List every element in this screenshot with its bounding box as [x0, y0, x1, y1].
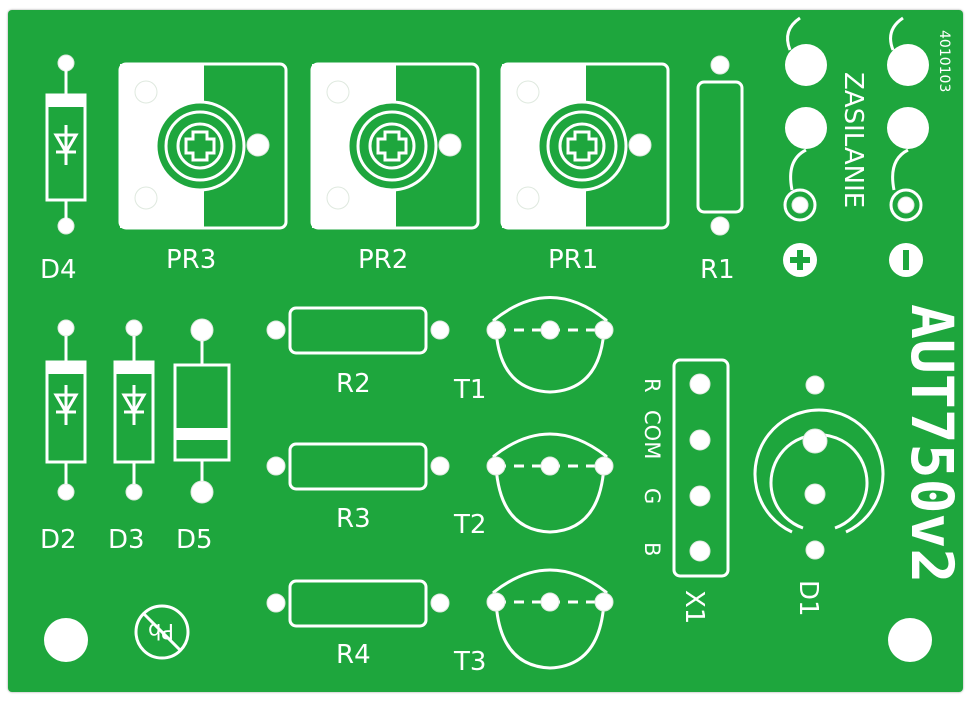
led-d1 — [753, 375, 885, 560]
diode-d4 — [45, 54, 87, 235]
label-pr1: PR1 — [548, 245, 598, 275]
resistor-r1 — [696, 55, 744, 236]
mounting-hole-tr-2 — [887, 44, 929, 86]
connector-x1 — [672, 358, 730, 578]
label-d3: D3 — [108, 525, 145, 555]
trimmer-pr3 — [118, 62, 288, 230]
label-t2: T2 — [453, 510, 486, 540]
lead-free-logo: Pb — [134, 604, 190, 660]
x1-pin-com: COM — [640, 410, 664, 459]
minus-icon — [889, 243, 923, 277]
x1-pin-r: R — [640, 378, 664, 393]
label-pr3: PR3 — [166, 245, 216, 275]
power-label: ZASILANIE — [838, 72, 868, 208]
resistor-r3 — [266, 442, 450, 491]
power-hole-2 — [887, 107, 929, 149]
board-code: 4010103 — [936, 30, 952, 92]
label-r1: R1 — [700, 255, 735, 285]
label-r2: R2 — [336, 369, 371, 399]
power-plus-pad — [783, 188, 817, 222]
label-d5: D5 — [176, 525, 213, 555]
power-hole-1 — [785, 107, 827, 149]
resistor-r2 — [266, 306, 450, 355]
label-t3: T3 — [453, 647, 486, 677]
diode-d2 — [45, 319, 87, 501]
label-x1: X1 — [679, 590, 709, 624]
power-minus-pad — [889, 188, 923, 222]
label-t1: T1 — [453, 375, 486, 405]
label-d1: D1 — [793, 580, 823, 617]
label-d4: D4 — [40, 255, 77, 285]
plus-icon — [783, 243, 817, 277]
trimmer-pr1 — [500, 62, 670, 230]
x1-pin-b: B — [640, 542, 664, 556]
label-d2: D2 — [40, 525, 77, 555]
diode-d5 — [173, 318, 231, 504]
mounting-hole-tr-1 — [785, 44, 827, 86]
label-r4: R4 — [336, 640, 371, 670]
transistor-t3 — [486, 568, 614, 670]
x1-pin-g: G — [640, 488, 664, 504]
transistor-t2 — [486, 432, 614, 534]
lead-free-text: Pb — [148, 619, 174, 643]
trimmer-pr2 — [310, 62, 480, 230]
mounting-hole-br — [888, 618, 932, 662]
mounting-hole-tl — [44, 618, 88, 662]
label-r3: R3 — [336, 504, 371, 534]
diode-d3 — [113, 319, 155, 501]
transistor-t1 — [486, 296, 614, 394]
resistor-r4 — [266, 579, 450, 628]
label-pr2: PR2 — [358, 245, 408, 275]
board-title: AUT750v2 — [898, 304, 966, 583]
